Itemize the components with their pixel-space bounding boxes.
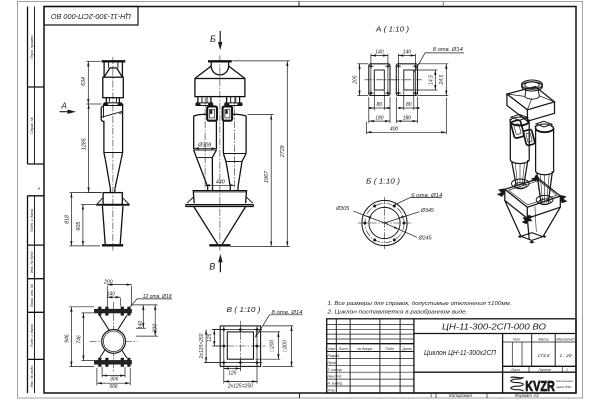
svg-text:634: 634	[81, 77, 87, 86]
svg-text:Подп. и дата: Подп. и дата	[30, 324, 34, 347]
svg-text:Справ. №: Справ. №	[30, 117, 34, 134]
svg-text:Подп. и дата: Подп. и дата	[30, 209, 34, 232]
svg-text:KVZR: KVZR	[525, 379, 555, 395]
svg-text:140: 140	[107, 292, 116, 298]
svg-text:12 отв. Ø18: 12 отв. Ø18	[143, 294, 172, 300]
svg-text:1285: 1285	[81, 138, 87, 150]
svg-text:Изм: Изм	[328, 347, 335, 351]
svg-text:Н. контр.: Н. контр.	[328, 382, 344, 386]
svg-text:605: 605	[76, 222, 82, 231]
svg-text:180: 180	[403, 115, 412, 121]
svg-text:80: 80	[377, 102, 383, 108]
svg-text:1: 1	[430, 393, 432, 398]
svg-text:Инв. № дубл.: Инв. № дубл.	[30, 251, 34, 274]
svg-text:Инв. № подл.: Инв. № подл.	[30, 365, 34, 388]
svg-text:Ø305: Ø305	[335, 206, 349, 212]
svg-text:А: А	[60, 101, 67, 111]
svg-text:200: 200	[103, 279, 113, 285]
svg-text:В ( 1:10 ): В ( 1:10 )	[227, 307, 261, 314]
svg-text:8 отв. Ø14: 8 отв. Ø14	[272, 310, 303, 316]
svg-text:1. Все размеры для справок, до: 1. Все размеры для справок, допустимые о…	[328, 301, 512, 307]
svg-text:Масштаб: Масштаб	[557, 337, 575, 341]
svg-text:506: 506	[109, 384, 118, 390]
svg-text:Циклон ЦН-11-300х2СП: Циклон ЦН-11-300х2СП	[424, 350, 497, 357]
svg-text:□300: □300	[282, 340, 288, 352]
svg-text:1: 1	[566, 368, 568, 372]
svg-text:140: 140	[375, 50, 384, 56]
svg-text:Ø245: Ø245	[418, 235, 432, 241]
svg-text:Масса: Масса	[538, 337, 548, 341]
svg-text:306: 306	[110, 376, 119, 382]
svg-text:440: 440	[216, 180, 225, 186]
svg-text:2729: 2729	[280, 145, 286, 158]
svg-text:Взам. инв. №: Взам. инв. №	[30, 284, 34, 307]
svg-text:Листов: Листов	[537, 368, 551, 372]
svg-text:А: А	[37, 186, 41, 191]
svg-text:А ( 1:10 ): А ( 1:10 )	[375, 27, 409, 34]
svg-text:Б ( 1:10 ): Б ( 1:10 )	[366, 179, 400, 186]
svg-text:173,6: 173,6	[537, 353, 549, 359]
svg-text:6 отв. Ø14: 6 отв. Ø14	[411, 193, 442, 199]
svg-text:818: 818	[64, 215, 70, 224]
svg-text:ЦН-11-300-2СП-000 ВО: ЦН-11-300-2СП-000 ВО	[442, 323, 546, 332]
svg-text:Подп.: Подп.	[385, 347, 394, 351]
svg-text:№ докум.: № докум.	[357, 347, 372, 351]
svg-text:Лист: Лист	[338, 347, 348, 351]
svg-text:2x125=250: 2x125=250	[199, 333, 205, 359]
svg-text:Котельный: Котельный	[556, 379, 573, 383]
svg-text:205: 205	[352, 75, 358, 85]
svg-text:14,5: 14,5	[428, 75, 434, 85]
svg-text:Ø345: Ø345	[420, 208, 434, 214]
svg-text:ЦН-11-300-2СП-000 ВО: ЦН-11-300-2СП-000 ВО	[50, 12, 131, 19]
svg-text:Пров.: Пров.	[328, 361, 337, 365]
svg-text:Формат А3: Формат А3	[515, 393, 540, 398]
svg-text:Дата: Дата	[401, 347, 411, 351]
svg-text:завод РЭП: завод РЭП	[555, 385, 572, 389]
svg-text:125: 125	[228, 370, 237, 376]
svg-text:Утв.: Утв.	[328, 389, 336, 393]
svg-text:Лист: Лист	[510, 368, 520, 372]
svg-text:400: 400	[390, 127, 399, 133]
svg-text:В: В	[209, 261, 215, 271]
svg-text:746: 746	[76, 335, 82, 344]
svg-text:Б: Б	[210, 34, 216, 44]
svg-text:80: 80	[406, 102, 412, 108]
svg-text:Ø308: Ø308	[197, 143, 211, 149]
svg-text:Копировал: Копировал	[449, 393, 473, 398]
svg-text:946: 946	[64, 334, 70, 343]
svg-text:1967: 1967	[264, 170, 270, 183]
svg-text:Лит.: Лит.	[512, 337, 521, 341]
svg-text:Т. контр.: Т. контр.	[328, 368, 343, 372]
svg-text:180: 180	[375, 115, 384, 121]
svg-text:Нач.отд.: Нач.отд.	[328, 375, 343, 379]
svg-text:2x125=250: 2x125=250	[227, 383, 253, 389]
svg-text:□200: □200	[269, 340, 275, 352]
svg-text:Перв. примен.: Перв. примен.	[30, 35, 34, 60]
svg-text:8 отв. Ø14: 8 отв. Ø14	[433, 47, 463, 53]
svg-text:1: 1	[442, 1, 445, 6]
svg-text:140: 140	[403, 50, 412, 56]
svg-text:200: 200	[152, 324, 158, 334]
svg-text:24,5: 24,5	[439, 75, 445, 86]
svg-text:1 : 20: 1 : 20	[559, 353, 571, 359]
svg-text:125: 125	[207, 333, 213, 342]
svg-text:2. Циклон поставляется в разоб: 2. Циклон поставляется в разобранном вид…	[326, 309, 467, 315]
svg-text:140: 140	[138, 321, 144, 330]
svg-text:Разраб.: Разраб.	[328, 354, 341, 358]
